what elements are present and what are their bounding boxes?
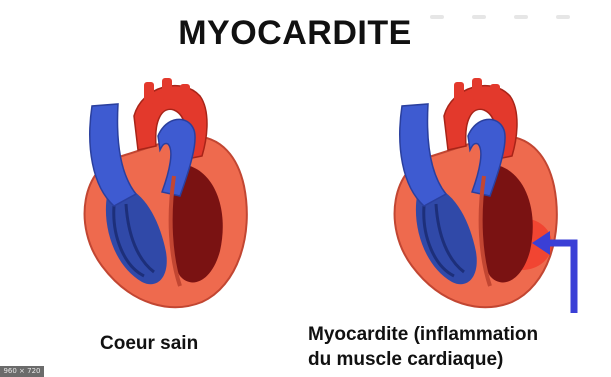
healthy-heart-caption: Coeur sain	[100, 333, 198, 355]
heart-anatomy-icon	[62, 76, 262, 316]
healthy-heart-illustration	[62, 76, 262, 316]
myocarditis-caption-line1: Myocardite (inflammation	[308, 322, 538, 347]
top-dots-decoration	[430, 6, 600, 12]
arrow-left-icon	[530, 225, 590, 315]
myocarditis-caption-line2: du muscle cardiaque)	[308, 347, 538, 372]
image-size-badge: 960 × 720	[0, 366, 44, 377]
page-title: MYOCARDITE	[0, 14, 590, 53]
myocarditis-caption: Myocardite (inflammation du muscle cardi…	[308, 322, 538, 372]
